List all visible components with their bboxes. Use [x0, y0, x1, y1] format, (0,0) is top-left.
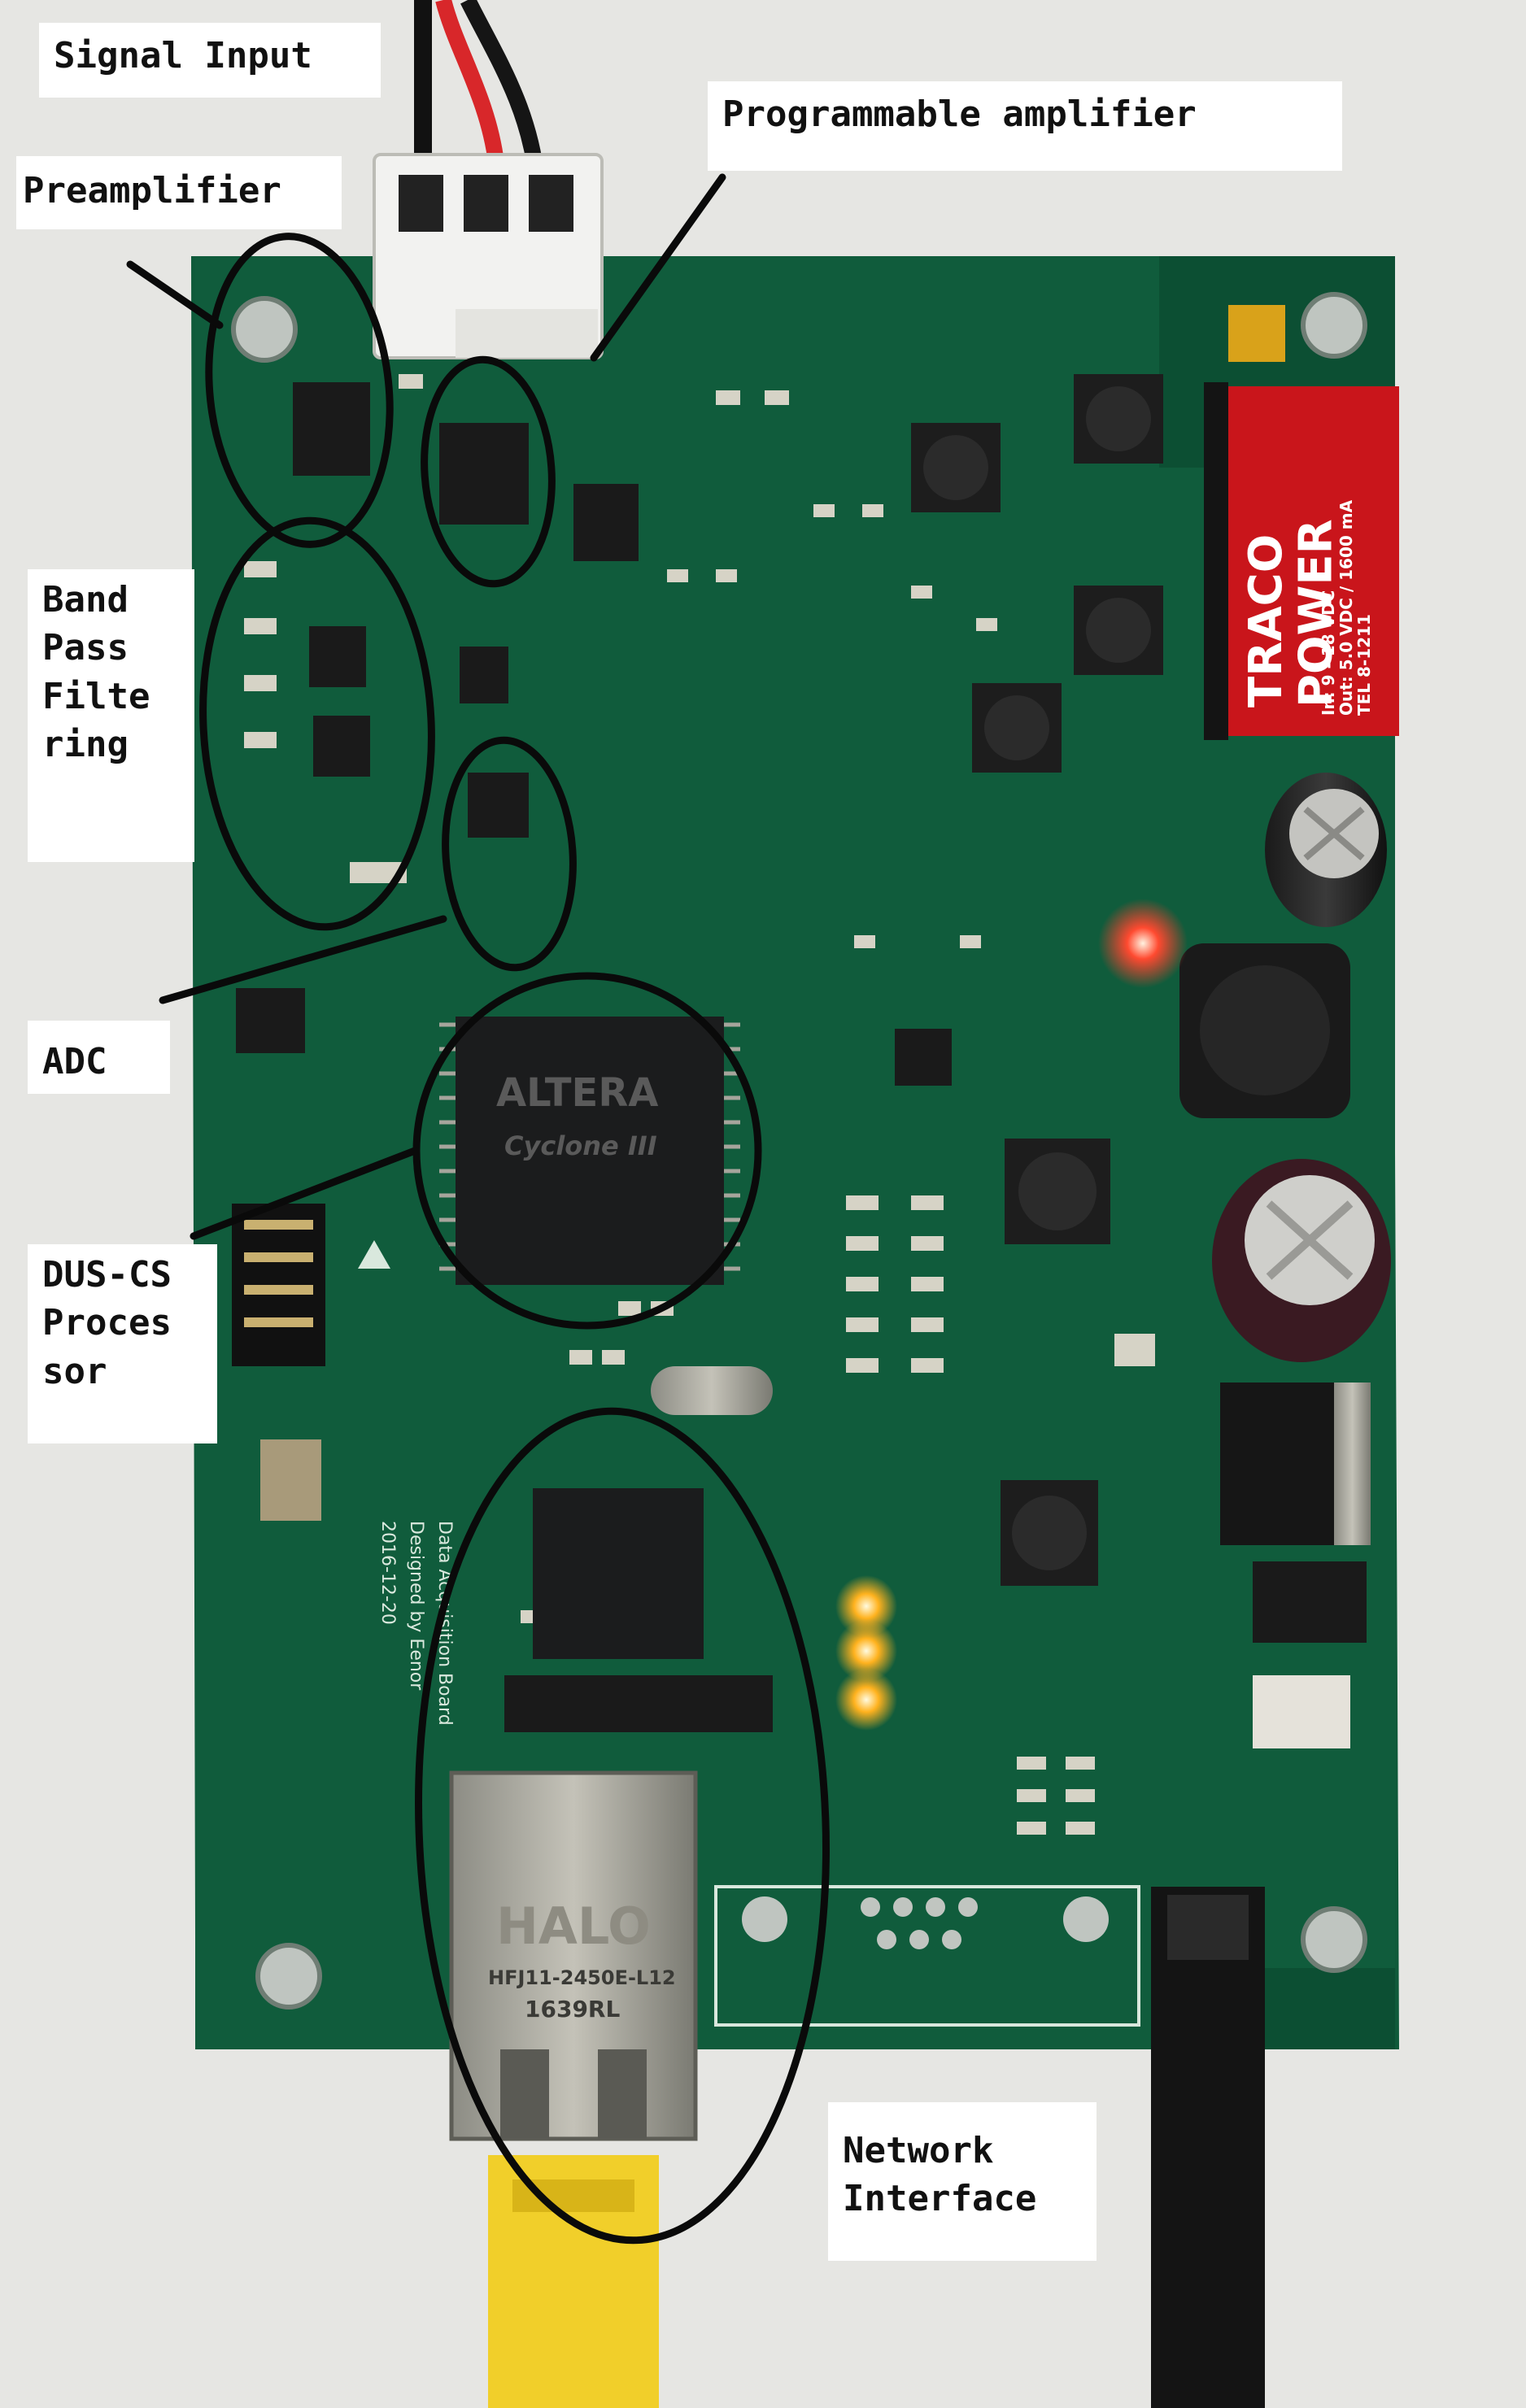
bandpass-ellipse	[199, 516, 435, 931]
band-pass-filtering-label: Band Pass Filte ring	[28, 569, 194, 862]
traco-spec-line: Out: 5.0 VDC / 1600 mA	[1336, 499, 1356, 716]
preamp-chips	[236, 382, 952, 1086]
traco-spec: In: 9 - 18 VDCOut: 5.0 VDC / 1600 mATEL …	[1319, 499, 1374, 716]
network-ellipse	[415, 1407, 830, 2245]
jack-brand: HALO	[496, 1896, 651, 1956]
fpga-family: Cyclone III	[504, 1130, 657, 1161]
preamp-ellipse	[205, 233, 394, 548]
ethernet-cable	[488, 2155, 659, 2408]
terminal-block	[714, 1885, 1140, 2027]
jack-part: HFJ11-2450E-L12	[488, 1966, 676, 1989]
dus-cs-pointer	[190, 1147, 419, 1240]
inductors	[911, 374, 1350, 1586]
preamplifier-label: Preamplifier	[16, 156, 342, 229]
smd-components	[244, 374, 1155, 1835]
dc-power-jack	[1151, 1887, 1265, 2408]
silkscreen: Data Acquisition Board Designed by Eenor…	[358, 1240, 455, 1726]
voltage-regulator	[1220, 1383, 1371, 1748]
capacitors	[1212, 305, 1391, 1362]
jack-code: 1639RL	[525, 1996, 620, 2023]
adc-label: ADC	[28, 1021, 170, 1094]
annotation-lines	[126, 173, 726, 1240]
mounting-holes	[231, 292, 1367, 2010]
silk-designer: Designed by Eenor	[406, 1521, 426, 1691]
traco-brand: TRACOPOWER	[1240, 519, 1343, 708]
traco-power-module: TRACOPOWER In: 9 - 18 VDCOut: 5.0 VDC / …	[1204, 382, 1399, 740]
prog-amp-pointer	[590, 173, 726, 362]
network-interface-label: Network Interface	[828, 2102, 1097, 2261]
preamp-pointer	[126, 260, 224, 329]
signal-cable	[414, 0, 545, 181]
crystal-oscillator	[260, 1366, 773, 1521]
annotation-ellipses	[199, 233, 830, 2245]
programmable-amplifier-label: Programmable amplifier	[708, 81, 1342, 171]
signal-input-connector	[373, 153, 604, 359]
ethernet-controller	[504, 1488, 773, 1732]
silk-date: 2016-12-20	[377, 1521, 398, 1625]
traco-brand-line: POWER	[1290, 519, 1343, 708]
fpga-brand: ALTERA	[496, 1070, 658, 1116]
rj45-jack: HALO HFJ11-2450E-L12 1639RL	[449, 1770, 698, 2141]
dus-cs-processor-label: DUS-CS Proces sor	[28, 1244, 217, 1443]
traco-spec-line: In: 9 - 18 VDC	[1319, 590, 1338, 716]
adc-ellipse	[442, 736, 577, 972]
fpga-chip: ALTERA Cyclone III	[439, 1017, 740, 1285]
traco-spec-line: TEL 8-1211	[1354, 614, 1374, 716]
prog-amp-ellipse	[421, 355, 556, 588]
traco-brand-line: TRACO	[1240, 534, 1293, 708]
adc-pointer	[159, 915, 447, 1004]
red-led	[1098, 899, 1188, 988]
amber-leds	[835, 1575, 897, 1731]
pin-header	[232, 1204, 325, 1366]
signal-input-label: Signal Input	[39, 23, 381, 98]
